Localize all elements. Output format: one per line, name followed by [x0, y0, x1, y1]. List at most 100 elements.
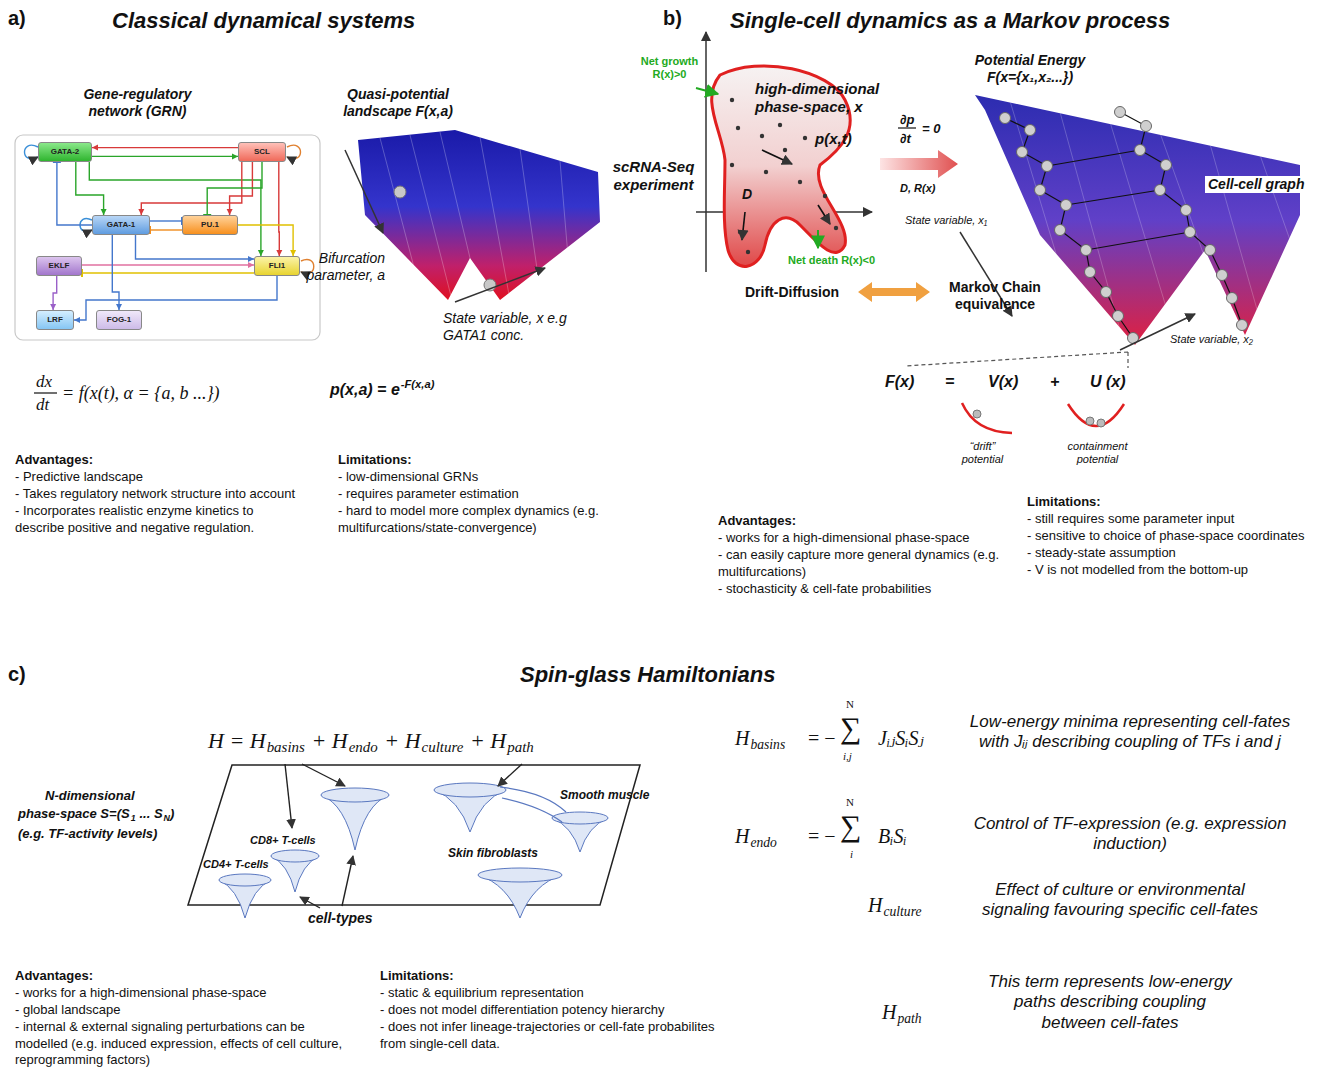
connector-line [150, 220, 182, 221]
cell-dot [736, 126, 740, 130]
regulatory-connector [203, 162, 262, 215]
label-text: H [735, 825, 749, 847]
mesh-line [410, 135, 452, 300]
label-text: CD4+ T-cells [203, 858, 269, 870]
cell-dot [783, 148, 787, 152]
list-item: - stochasticity & cell-fate probabilitie… [718, 581, 1008, 598]
label-text: Net death R(x)<0 [788, 254, 875, 266]
pointer-arrow [302, 764, 345, 786]
text-line: D [742, 186, 752, 203]
text-line: Drift-Diffusion [745, 284, 839, 301]
list-item: - Takes regulatory network structure int… [15, 486, 300, 503]
label-text: c) [8, 663, 26, 685]
surface-mesh [1010, 101, 1290, 330]
list-item: - low-dimensional GRNs [338, 469, 636, 486]
label-text: ∑ [840, 711, 861, 744]
regulatory-connector [92, 153, 238, 159]
cell-dot [764, 170, 768, 174]
label-text: ∑ [840, 809, 861, 842]
grn-frame [15, 135, 320, 340]
label-text: i [850, 848, 853, 860]
text-line: U (x) [1090, 372, 1126, 391]
label-text: = 0 [922, 121, 940, 136]
label-text: Spin-glass Hamiltonians [520, 662, 776, 687]
mesh-line [1210, 144, 1260, 320]
text-line: Cell-cell graph [1205, 176, 1307, 193]
fraction-bar [898, 127, 916, 128]
text-line: ∑ [840, 710, 861, 746]
gene-name: PU.1 [201, 221, 219, 230]
label-text: Smooth muscle [560, 788, 649, 802]
text-line: i [850, 848, 853, 861]
label-text: = − [808, 825, 836, 847]
label-text: b) [663, 7, 682, 29]
label-text: Cell-cell graph [1208, 176, 1304, 192]
gene-box: SCL [238, 142, 286, 162]
gene-box: FOG-1 [96, 310, 142, 330]
regulatory-connector [92, 145, 238, 151]
cell-graph-edges [1005, 112, 1242, 338]
text-line: JᵢⱼSᵢSⱼ [878, 726, 924, 750]
axis-arrow [345, 150, 383, 233]
text-line: CD8+ T-cells [250, 834, 316, 847]
label-text: endo [750, 835, 776, 850]
label-text: N-dimensional [45, 788, 135, 803]
label-text: a) [8, 7, 26, 29]
text-block: Markov Chain equivalence [935, 279, 1055, 313]
label-text: U (x) [1090, 373, 1126, 390]
mesh-line [520, 149, 540, 290]
label-text: D [742, 186, 752, 202]
pointer-arrows [285, 764, 522, 908]
graph-node [1085, 267, 1096, 278]
containment-potential-curve [1068, 404, 1124, 426]
phase-space-plane [188, 765, 640, 905]
cell-dot [834, 226, 838, 230]
connector-line [92, 147, 238, 148]
text-line: = 0 [922, 121, 940, 137]
graph-node [1161, 160, 1172, 171]
text-line: Hculture [868, 893, 921, 920]
text-column: Limitations:- low-dimensional GRNs- requ… [338, 452, 636, 536]
label-text: + H [470, 728, 506, 753]
basin-rim [478, 868, 562, 882]
label-text: ) [170, 806, 174, 821]
graph-chain [1120, 112, 1242, 325]
label-text: = f(x(t), α = {a, b ...}) [62, 383, 220, 403]
label-text: Drift-Diffusion [745, 284, 839, 300]
label-text: (e.g. TF-activity levels) [18, 826, 157, 841]
self-loop [25, 145, 39, 159]
graph-node [1081, 245, 1092, 256]
label-text: N [846, 698, 854, 710]
label-text: + [1050, 373, 1059, 390]
label-text: H [868, 894, 882, 916]
equivalence-arrow [858, 282, 930, 302]
arrowhead [92, 145, 98, 151]
graph-node [1227, 293, 1238, 304]
connector-line [112, 235, 119, 310]
text-line: State variable, x₁ [905, 214, 987, 227]
text-block: containment potential [1050, 440, 1145, 466]
text-line: Net death R(x)<0 [788, 254, 875, 267]
label-text: H [882, 1001, 896, 1023]
text-line: CD4+ T-cells [203, 858, 269, 871]
low-energy-path [500, 787, 566, 822]
label-text: CD8+ T-cells [250, 834, 316, 846]
label-text: Single-cell dynamics as a Markov process [730, 8, 1170, 33]
text-line: V(x) [988, 372, 1018, 391]
cell-dot [730, 163, 734, 167]
list-heading: Advantages: [15, 452, 300, 469]
dashed-leader [905, 352, 1128, 368]
cell-dot [803, 136, 807, 140]
text-line: Skin fibroblasts [448, 846, 538, 860]
text-line: ∂t [900, 131, 911, 147]
cell-graph-nodes [1000, 107, 1248, 344]
connector-line [89, 162, 261, 256]
list-item: - static & equilibrium representation [380, 985, 720, 1002]
drift-arrow [762, 150, 792, 164]
label-text: i,j [843, 750, 852, 762]
graph-link [1047, 150, 1190, 250]
label-text: p(x,a) = e [330, 381, 400, 398]
regulatory-connector [82, 262, 254, 268]
state-ball [973, 410, 981, 418]
gene-box: PU.1 [182, 215, 238, 235]
